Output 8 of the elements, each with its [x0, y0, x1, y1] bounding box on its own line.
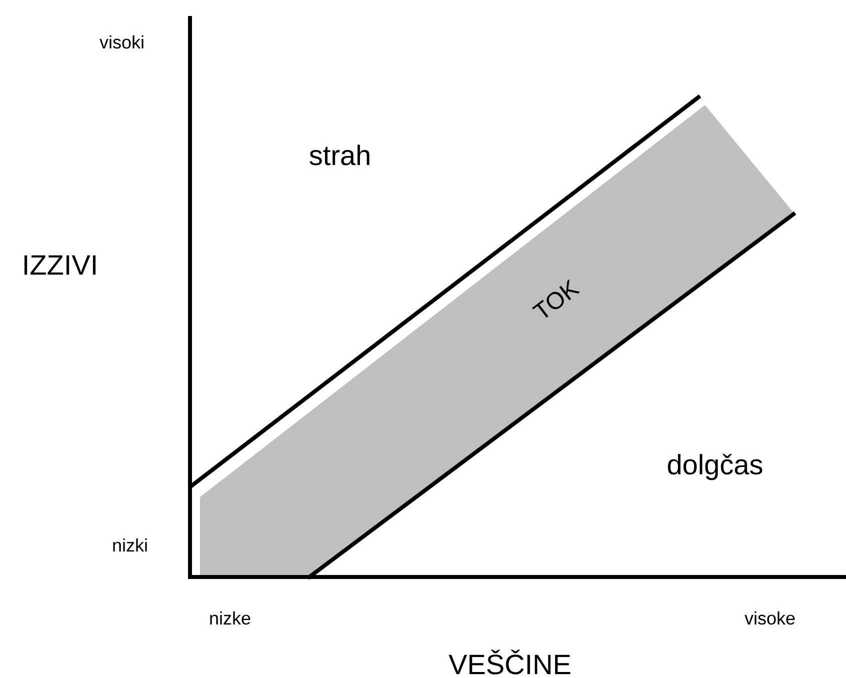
region-label: dolgčas	[668, 454, 762, 480]
region-label: strah	[310, 144, 370, 166]
axis-title: VEŠČINE	[448, 650, 570, 674]
axis-title: IZZIVI	[24, 255, 96, 275]
axis-tick-label: nizke	[210, 611, 250, 625]
axis-tick-label: visoke	[744, 611, 795, 625]
axis-tick-label: nizki	[113, 538, 147, 552]
axis-tick-label: visoki	[100, 35, 144, 49]
